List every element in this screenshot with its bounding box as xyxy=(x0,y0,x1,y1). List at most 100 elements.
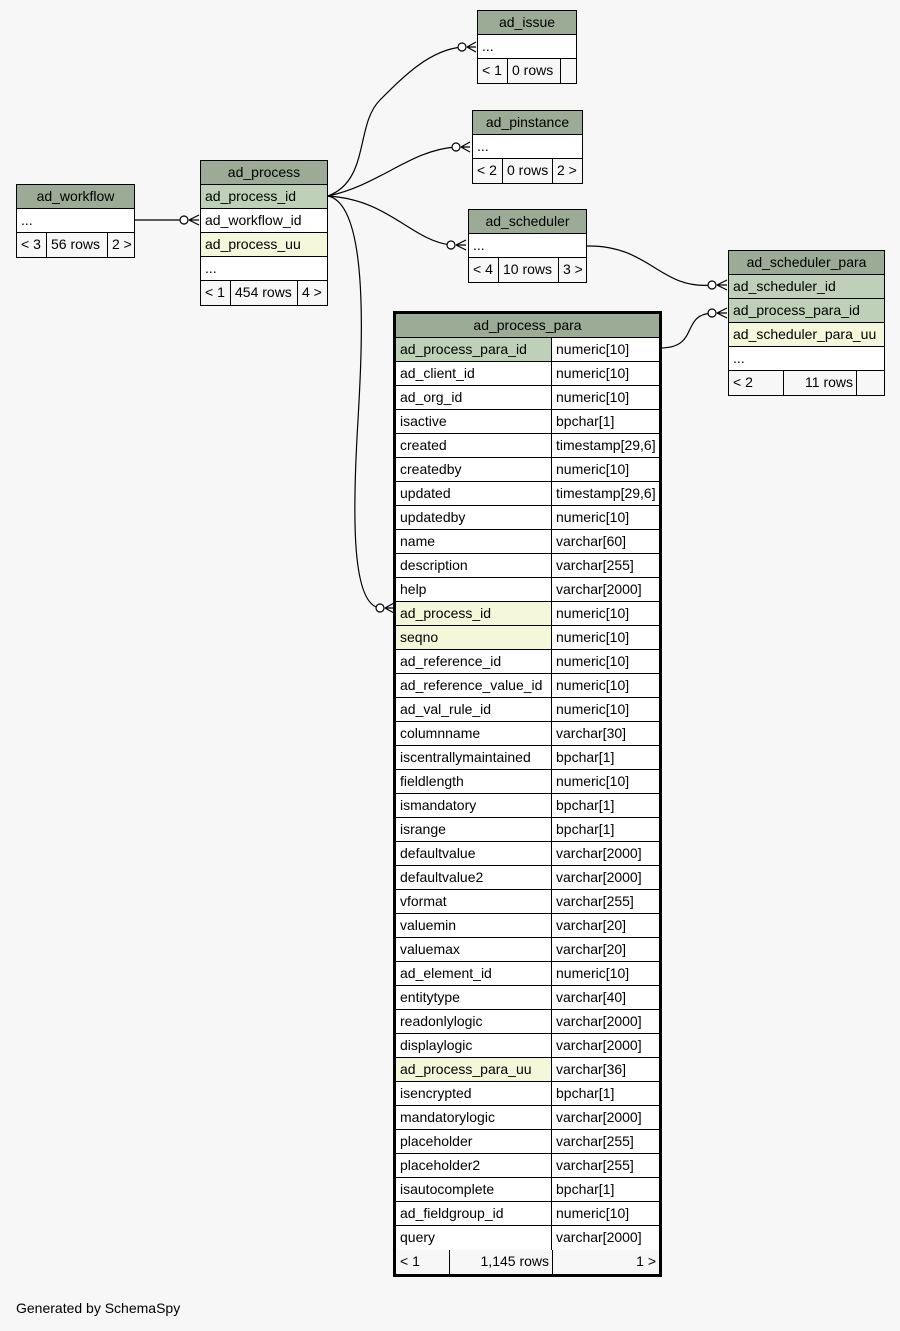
children-link[interactable]: 2 > xyxy=(552,159,582,183)
children-link[interactable] xyxy=(560,59,576,83)
column-row: isencrypted bpchar[1] xyxy=(396,1082,659,1106)
column-type: varchar[36] xyxy=(551,1058,659,1081)
parents-link[interactable]: < 4 xyxy=(469,258,498,282)
column-type: bpchar[1] xyxy=(551,818,659,841)
row-count: 0 rows xyxy=(507,59,560,83)
column-name: ad_reference_value_id xyxy=(400,677,543,693)
column-type: numeric[10] xyxy=(551,770,659,793)
children-link[interactable] xyxy=(856,371,884,395)
children-link[interactable]: 4 > xyxy=(297,281,327,305)
column-type: bpchar[1] xyxy=(551,1082,659,1105)
column-type: numeric[10] xyxy=(551,458,659,481)
column-type: varchar[255] xyxy=(551,1130,659,1153)
column-row: help varchar[2000] xyxy=(396,578,659,602)
more-columns: ... xyxy=(477,138,489,154)
column-type: bpchar[1] xyxy=(551,1178,659,1201)
column-name: isencrypted xyxy=(400,1085,472,1101)
table-header[interactable]: ad_workflow xyxy=(17,185,134,209)
column-name: description xyxy=(400,557,468,573)
row-count: 10 rows xyxy=(498,258,558,282)
column-name: ad_reference_id xyxy=(400,653,502,669)
column-name: ad_org_id xyxy=(400,389,463,405)
more-columns: ... xyxy=(205,260,217,276)
children-link[interactable]: 3 > xyxy=(558,258,586,282)
column-name: createdby xyxy=(400,461,462,477)
children-link[interactable]: 1 > xyxy=(552,1250,659,1274)
generated-by-label: Generated by SchemaSpy xyxy=(16,1300,181,1316)
column-name: columnname xyxy=(400,725,481,741)
parents-link[interactable]: < 3 xyxy=(17,233,46,257)
parents-link[interactable]: < 1 xyxy=(396,1250,449,1274)
column-type: varchar[20] xyxy=(551,914,659,937)
column-type: varchar[2000] xyxy=(551,1010,659,1033)
column-type: varchar[255] xyxy=(551,1154,659,1177)
edge-process-scheduler xyxy=(327,195,452,246)
more-columns: ... xyxy=(482,38,494,54)
table-header[interactable]: ad_process_para xyxy=(396,314,659,338)
column-type: varchar[2000] xyxy=(551,1034,659,1057)
table-header[interactable]: ad_scheduler xyxy=(469,210,586,234)
column-type: numeric[10] xyxy=(551,1202,659,1225)
column-type: numeric[10] xyxy=(551,506,659,529)
table-header[interactable]: ad_issue xyxy=(478,11,576,35)
column-name: isautocomplete xyxy=(400,1181,495,1197)
parents-link[interactable]: < 1 xyxy=(201,281,230,305)
column-name: ismandatory xyxy=(400,797,477,813)
table-ad-process[interactable]: ad_process ad_process_id ad_workflow_id … xyxy=(200,160,328,306)
column-name: help xyxy=(400,581,427,597)
column-row: iscentrallymaintained bpchar[1] xyxy=(396,746,659,770)
column-type: numeric[10] xyxy=(551,626,659,649)
table-ad-issue[interactable]: ad_issue ... < 1 0 rows xyxy=(477,10,577,84)
column-type: varchar[60] xyxy=(551,530,659,553)
column-name: valuemin xyxy=(400,917,457,933)
column-name: displaylogic xyxy=(400,1037,473,1053)
parents-link[interactable]: < 2 xyxy=(729,371,783,395)
column-type: numeric[10] xyxy=(551,962,659,985)
column-name: vformat xyxy=(400,893,447,909)
children-link[interactable]: 2 > xyxy=(107,233,134,257)
table-ad-pinstance[interactable]: ad_pinstance ... < 2 0 rows 2 > xyxy=(472,110,583,184)
parents-link[interactable]: < 1 xyxy=(478,59,507,83)
column-row: columnname varchar[30] xyxy=(396,722,659,746)
table-ad-scheduler-para[interactable]: ad_scheduler_para ad_scheduler_id ad_pro… xyxy=(728,250,885,396)
table-header[interactable]: ad_process xyxy=(201,161,327,185)
column-name: query xyxy=(400,1229,436,1245)
edge-process-processpara xyxy=(327,195,381,609)
table-header[interactable]: ad_scheduler_para xyxy=(729,251,884,275)
table-header[interactable]: ad_pinstance xyxy=(473,111,582,135)
column-type: bpchar[1] xyxy=(551,746,659,769)
column-type: varchar[255] xyxy=(551,890,659,913)
column-type: varchar[2000] xyxy=(551,842,659,865)
column-row: ad_val_rule_id numeric[10] xyxy=(396,698,659,722)
column-name: iscentrallymaintained xyxy=(400,749,531,765)
table-ad-scheduler[interactable]: ad_scheduler ... < 4 10 rows 3 > xyxy=(468,209,587,283)
row-count: 454 rows xyxy=(230,281,297,305)
column-type: numeric[10] xyxy=(551,698,659,721)
column-name: isrange xyxy=(400,821,446,837)
edge-scheduler-schedulerpara xyxy=(586,245,713,286)
column-indexed: ad_scheduler_para_uu xyxy=(729,323,884,346)
column-name: ad_val_rule_id xyxy=(400,701,492,717)
table-ad-workflow[interactable]: ad_workflow ... < 3 56 rows 2 > xyxy=(16,184,135,258)
column-type: varchar[2000] xyxy=(551,578,659,601)
more-columns: ... xyxy=(21,212,33,228)
parents-link[interactable]: < 2 xyxy=(473,159,502,183)
column-type: varchar[30] xyxy=(551,722,659,745)
edge-process-pinstance xyxy=(327,146,457,197)
